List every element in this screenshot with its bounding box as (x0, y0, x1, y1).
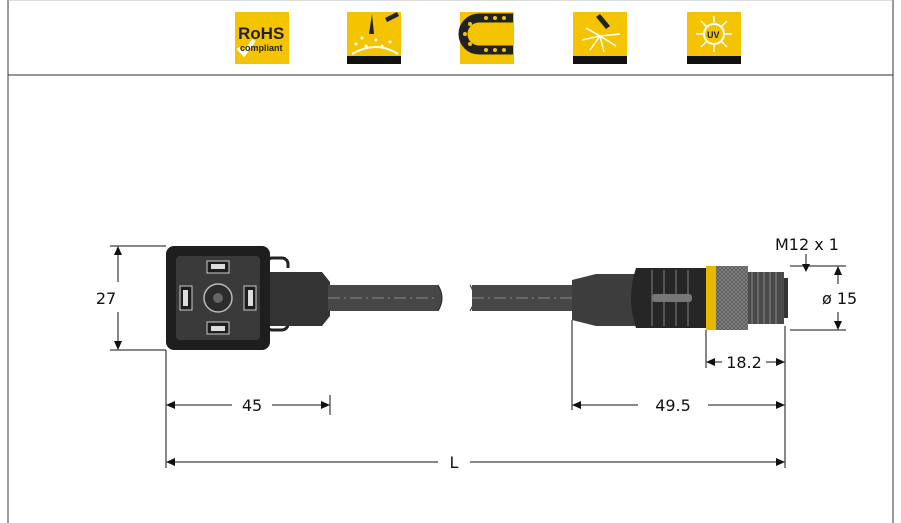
dim-total-length-l: L (450, 453, 459, 472)
rohs-subtext: compliant (240, 43, 283, 53)
uv-resistant-icon: UV (687, 12, 741, 64)
dim-thread-m12: M12 x 1 (775, 235, 839, 254)
cable-right (469, 284, 576, 312)
dim-length-49-5: 49.5 (655, 396, 691, 415)
valve-connector (166, 246, 330, 350)
drag-chain-icon (458, 12, 514, 64)
uv-text: UV (707, 30, 720, 40)
weld-spark-icon (573, 12, 627, 64)
welding-spatter-icon (347, 12, 401, 64)
dim-length-18-2: 18.2 (726, 353, 762, 372)
dimension-lines (110, 245, 846, 468)
rohs-compliant-icon: RoHS compliant (235, 12, 289, 64)
dim-diameter-15: ø 15 (822, 289, 857, 308)
cable-left (328, 284, 443, 312)
dimension-arrows (114, 246, 842, 466)
dim-length-45: 45 (242, 396, 262, 415)
dim-height-27: 27 (96, 289, 116, 308)
m12-connector (572, 266, 788, 330)
rohs-text: RoHS (238, 24, 284, 43)
